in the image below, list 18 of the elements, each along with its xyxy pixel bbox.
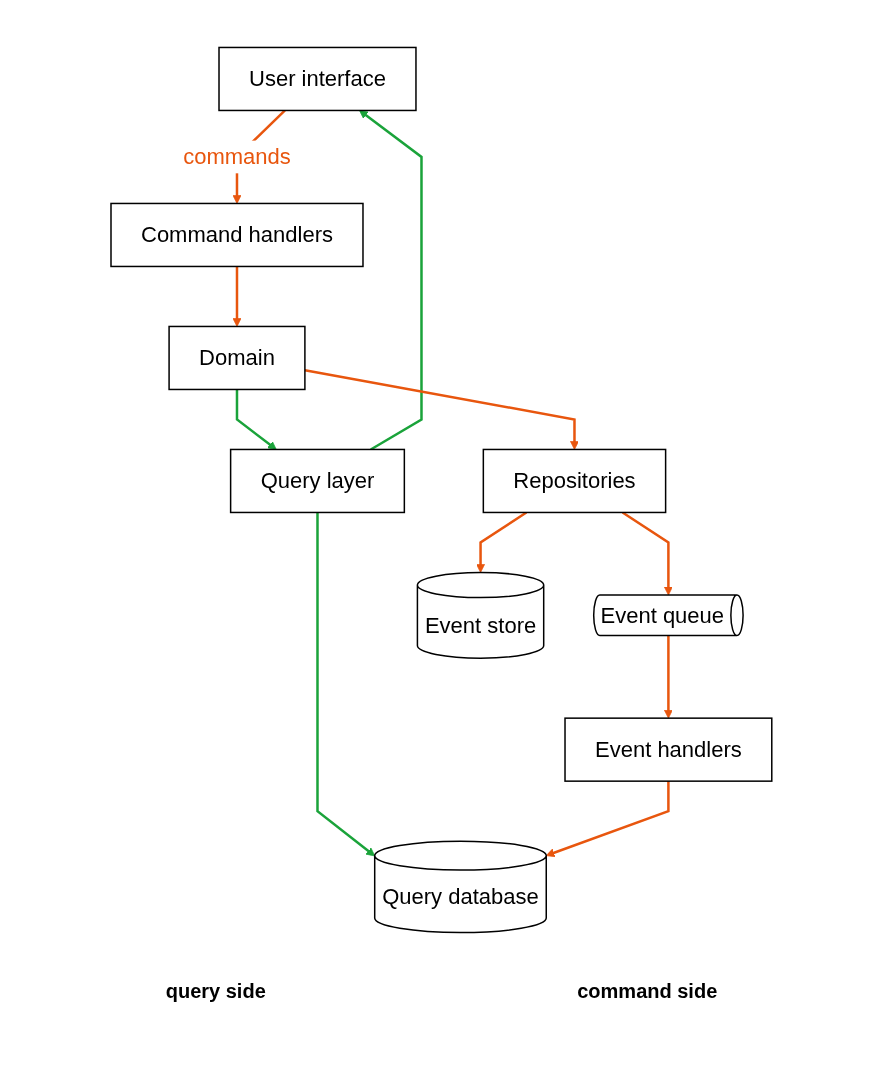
arrow <box>235 389 277 450</box>
side-label: query side <box>165 980 266 1003</box>
node-box: Query layer <box>230 448 406 514</box>
node-box: Command handlers <box>110 202 364 268</box>
node-box: Event handlers <box>564 717 773 782</box>
arrow <box>316 512 376 857</box>
node-text: Event queue <box>600 602 725 628</box>
node-box: Domain <box>168 325 306 391</box>
node-box: Repositories <box>482 448 667 514</box>
arrow <box>545 781 670 858</box>
arrow <box>622 511 673 596</box>
edge-label: commands <box>183 144 291 170</box>
arrow <box>664 635 673 719</box>
arrow <box>232 266 242 327</box>
arrow <box>476 511 528 573</box>
side-label: command side <box>577 980 718 1003</box>
arrow <box>359 110 423 451</box>
node-box: User interface <box>218 46 417 112</box>
